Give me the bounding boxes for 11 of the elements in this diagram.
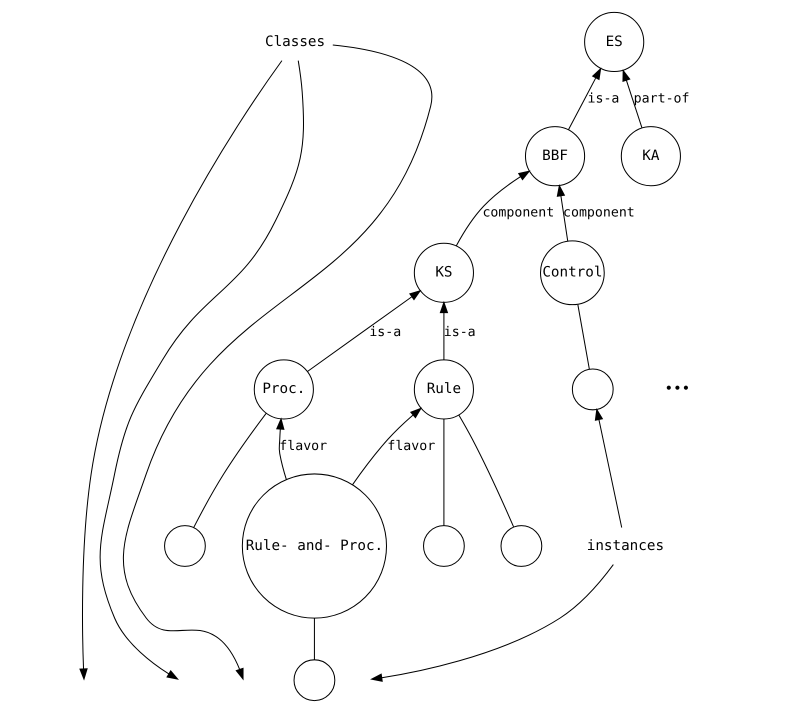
edge-label: component: [482, 206, 554, 221]
edge-label: is-a: [444, 324, 476, 340]
node-text: Classes: [264, 34, 326, 50]
edge-label: flavor: [387, 438, 436, 454]
node-text: instances: [586, 538, 664, 554]
edge-label: is-a: [369, 324, 402, 340]
edge-label: is-a: [588, 92, 620, 107]
label: •••: [664, 381, 690, 398]
edge-label: part-of: [634, 92, 690, 107]
edge-label: component: [562, 206, 635, 221]
edge-label: flavor: [279, 438, 328, 454]
